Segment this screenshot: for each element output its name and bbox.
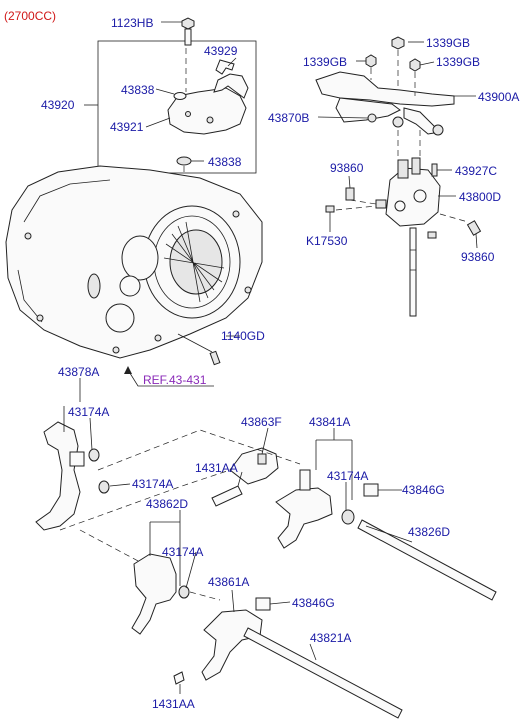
shift-lever-assembly-drawing <box>315 36 482 317</box>
bracket-43921-drawing <box>167 59 249 135</box>
part-label-1431aa-2[interactable]: 1431AA <box>152 697 195 711</box>
bracket-detail-box <box>84 17 257 186</box>
part-label-1339gb-a[interactable]: 1339GB <box>426 36 470 50</box>
shift-fork-43878a-drawing <box>35 421 110 531</box>
part-label-93860-bottom[interactable]: 93860 <box>461 250 495 264</box>
part-label-43878a[interactable]: 43878A <box>58 365 99 379</box>
shift-fork-43862d-drawing <box>131 553 190 635</box>
shift-rail-43821a-drawing <box>243 627 403 719</box>
part-label-1123hb[interactable]: 1123HB <box>111 16 153 30</box>
part-label-43838-top[interactable]: 43838 <box>121 83 155 97</box>
bolt-1123hb-drawing <box>181 17 195 46</box>
part-label-43174a-4[interactable]: 43174A <box>162 545 203 559</box>
leader-lines-lower <box>63 378 413 694</box>
part-label-k17530[interactable]: K17530 <box>306 234 348 248</box>
part-label-43174a-2[interactable]: 43174A <box>132 477 173 491</box>
part-label-1140gd[interactable]: 1140GD <box>221 329 265 343</box>
part-label-43800d[interactable]: 43800D <box>459 190 501 204</box>
part-label-1431aa-1[interactable]: 1431AA <box>195 461 238 475</box>
part-label-43920[interactable]: 43920 <box>41 98 75 112</box>
ref-arrow <box>124 366 214 387</box>
part-label-43821a[interactable]: 43821A <box>310 631 351 645</box>
part-label-43929[interactable]: 43929 <box>204 44 238 58</box>
bolt-1140gd-drawing <box>177 333 221 366</box>
part-label-1339gb-b[interactable]: 1339GB <box>303 55 347 69</box>
part-label-43826d[interactable]: 43826D <box>408 525 450 539</box>
part-label-43846g-1[interactable]: 43846G <box>402 483 445 497</box>
part-label-93860-top[interactable]: 93860 <box>330 161 364 175</box>
part-label-43862d[interactable]: 43862D <box>146 497 188 511</box>
assembly-dashed-lines <box>59 429 301 601</box>
shift-rail-43826d-drawing <box>357 519 497 601</box>
part-label-43927c[interactable]: 43927C <box>455 164 497 178</box>
part-label-43921[interactable]: 43921 <box>110 120 144 134</box>
engine-header-label: (2700CC) <box>4 9 56 23</box>
part-label-1339gb-c[interactable]: 1339GB <box>436 55 480 69</box>
shift-lug-43863f-drawing <box>211 447 279 507</box>
part-label-43841a[interactable]: 43841A <box>309 415 350 429</box>
leader-lines-upper-right <box>317 41 478 249</box>
transaxle-housing-drawing <box>5 165 263 359</box>
part-label-43861a[interactable]: 43861A <box>208 575 249 589</box>
part-label-43174a-3[interactable]: 43174A <box>327 469 368 483</box>
part-label-43174a-1[interactable]: 43174A <box>68 405 109 419</box>
part-label-43900a[interactable]: 43900A <box>478 90 519 104</box>
washer-top-drawing <box>173 92 187 100</box>
washer-bottom-drawing <box>176 156 192 166</box>
part-label-43863f[interactable]: 43863F <box>241 415 282 429</box>
shift-fork-43841a-drawing <box>275 469 379 549</box>
part-label-43846g-2[interactable]: 43846G <box>292 596 335 610</box>
part-label-43870b[interactable]: 43870B <box>268 111 309 125</box>
part-label-43838-bottom[interactable]: 43838 <box>208 155 242 169</box>
ref-label[interactable]: REF.43-431 <box>143 373 207 387</box>
